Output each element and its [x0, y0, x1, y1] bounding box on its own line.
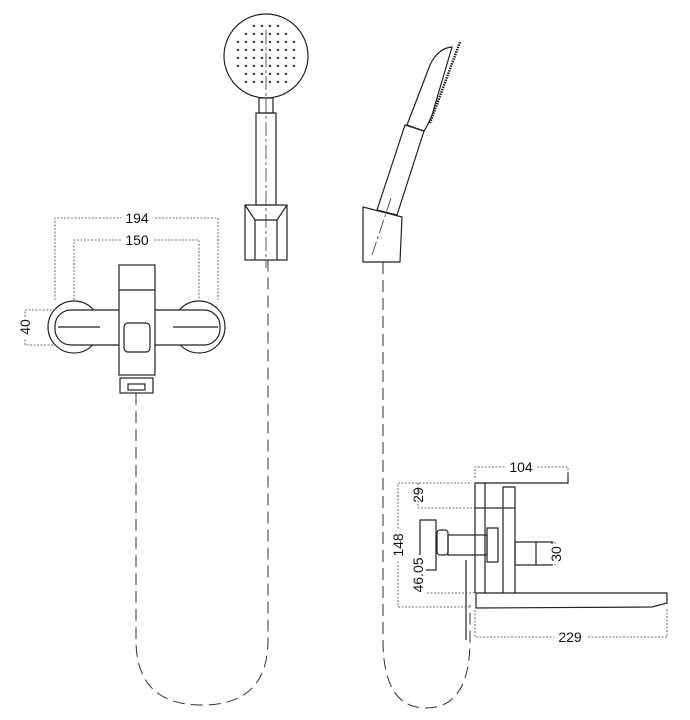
nozzle-dot	[268, 32, 272, 36]
nozzle-dot	[268, 64, 272, 68]
side-nut	[436, 529, 449, 556]
side-dimensions: 104 229 148 29 46.05 30	[390, 459, 668, 645]
nozzle-dot	[276, 24, 280, 28]
dim-29: 29	[410, 487, 426, 503]
nozzle-dot	[244, 80, 248, 84]
nozzle-dot	[260, 72, 264, 76]
nozzle-dot	[236, 64, 240, 68]
nozzle-dot	[244, 64, 248, 68]
nozzle-dot	[268, 72, 272, 76]
nozzle-dot	[260, 80, 264, 84]
nozzle-dot	[236, 56, 240, 60]
dim-148: 148	[390, 533, 406, 557]
nozzle-dot	[252, 80, 256, 84]
side-hose	[382, 262, 471, 709]
nozzle-dot	[252, 24, 256, 28]
nozzle-dot	[260, 40, 264, 44]
nozzle-dot	[284, 80, 288, 84]
side-shower-holder	[362, 206, 403, 263]
nozzle-dot	[292, 56, 296, 60]
nozzle-dot	[260, 64, 264, 68]
nozzle-dot	[268, 48, 272, 52]
side-handle-knob	[419, 519, 437, 571]
front-hand-shower	[223, 13, 309, 268]
dim-46-05: 46.05	[410, 557, 426, 592]
nozzle-dot	[268, 56, 272, 60]
diverter-outlet	[119, 377, 154, 394]
nozzle-dot	[252, 32, 256, 36]
nozzle-dot	[244, 32, 248, 36]
nozzle-dot	[276, 32, 280, 36]
nozzle-dot	[284, 56, 288, 60]
nozzle-dot	[260, 48, 264, 52]
nozzle-dot	[252, 64, 256, 68]
front-hose	[135, 260, 269, 706]
nozzle-dot	[284, 64, 288, 68]
nozzle-dot	[276, 64, 280, 68]
mixer-body	[118, 264, 156, 376]
side-diverter-knob	[514, 541, 553, 566]
nozzle-dot	[284, 48, 288, 52]
dim-40: 40	[17, 319, 33, 335]
dim-150: 150	[125, 232, 149, 248]
nozzle-dot	[244, 56, 248, 60]
nozzle-dot	[284, 72, 288, 76]
nozzle-dot	[276, 40, 280, 44]
side-shower-head	[406, 46, 453, 132]
shower-nozzles	[236, 24, 296, 84]
nozzle-dot	[276, 56, 280, 60]
nozzle-dot	[292, 64, 296, 68]
nozzle-dot	[268, 80, 272, 84]
nozzle-dot	[284, 40, 288, 44]
dim-229: 229	[558, 629, 582, 645]
nozzle-dot	[244, 48, 248, 52]
nozzle-dot	[260, 32, 264, 36]
front-dimensions: 194 150 40	[17, 210, 219, 346]
side-hand-shower	[362, 41, 462, 263]
nozzle-dot	[276, 72, 280, 76]
side-shower-handle	[376, 124, 425, 216]
nozzle-dot	[276, 48, 280, 52]
nozzle-dot	[236, 40, 240, 44]
dim-104: 104	[509, 459, 533, 475]
nozzle-dot	[268, 40, 272, 44]
nozzle-dot	[252, 72, 256, 76]
nozzle-dot	[268, 24, 272, 28]
nozzle-dot	[252, 56, 256, 60]
side-spout	[475, 592, 668, 609]
front-view-mixer	[47, 264, 226, 394]
nozzle-dot	[252, 48, 256, 52]
nozzle-dot	[292, 40, 296, 44]
nozzle-dot	[236, 48, 240, 52]
dim-194: 194	[125, 210, 149, 226]
nozzle-dot	[260, 56, 264, 60]
nozzle-dot	[292, 48, 296, 52]
nozzle-dot	[276, 80, 280, 84]
side-view-mixer	[419, 473, 668, 640]
nozzle-dot	[252, 40, 256, 44]
nozzle-dot	[260, 24, 264, 28]
dim-30: 30	[548, 546, 564, 562]
nozzle-dot	[244, 40, 248, 44]
nozzle-dot	[244, 72, 248, 76]
nozzle-dot	[284, 32, 288, 36]
lever-square	[123, 322, 151, 353]
